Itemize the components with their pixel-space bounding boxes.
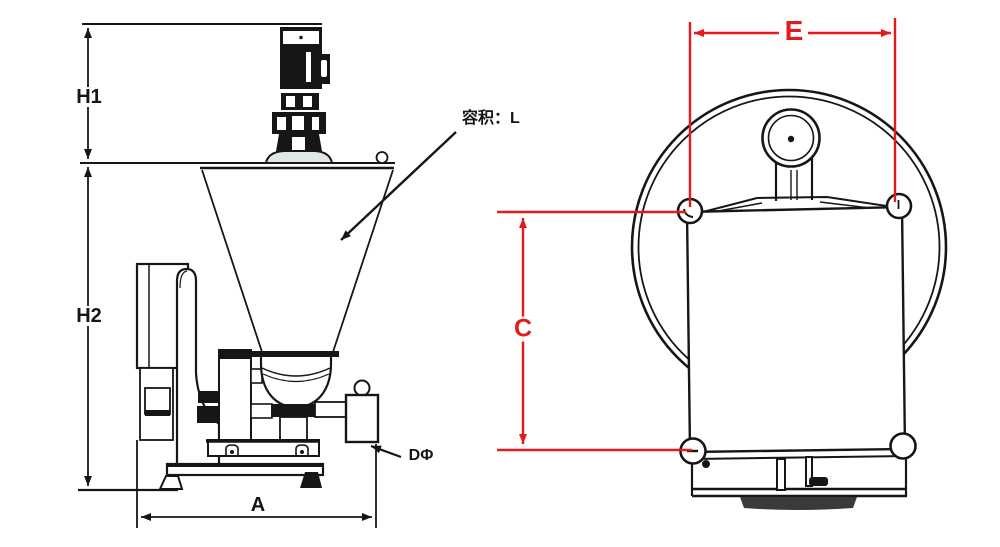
base-frame bbox=[158, 439, 325, 490]
bottom-pad bbox=[740, 497, 857, 510]
hopper-funnel bbox=[200, 151, 394, 357]
discharge-outlet bbox=[314, 379, 380, 444]
dim-label-h1: H1 bbox=[73, 87, 105, 107]
outlet-leader-arrow bbox=[370, 444, 402, 459]
vertical-motor bbox=[264, 27, 334, 164]
capacity-label: 容积：L bbox=[460, 110, 522, 127]
side-view bbox=[78, 23, 457, 528]
top-view bbox=[497, 18, 948, 510]
dim-label-a: A bbox=[247, 495, 269, 515]
dim-label-e: E bbox=[781, 17, 807, 45]
blower-fan bbox=[135, 262, 221, 463]
motor-neck bbox=[698, 158, 894, 214]
mounting-plate bbox=[685, 205, 908, 510]
capacity-leader-arrow bbox=[340, 131, 457, 241]
motor-top-circle bbox=[761, 108, 821, 168]
feeder-unit bbox=[218, 349, 333, 441]
dim-label-h2: H2 bbox=[73, 306, 105, 326]
side-dimension-lines bbox=[78, 23, 395, 528]
dim-label-d-phi: DΦ bbox=[405, 448, 437, 464]
lifting-eyelet bbox=[375, 151, 389, 164]
dim-label-c: C bbox=[510, 316, 536, 342]
